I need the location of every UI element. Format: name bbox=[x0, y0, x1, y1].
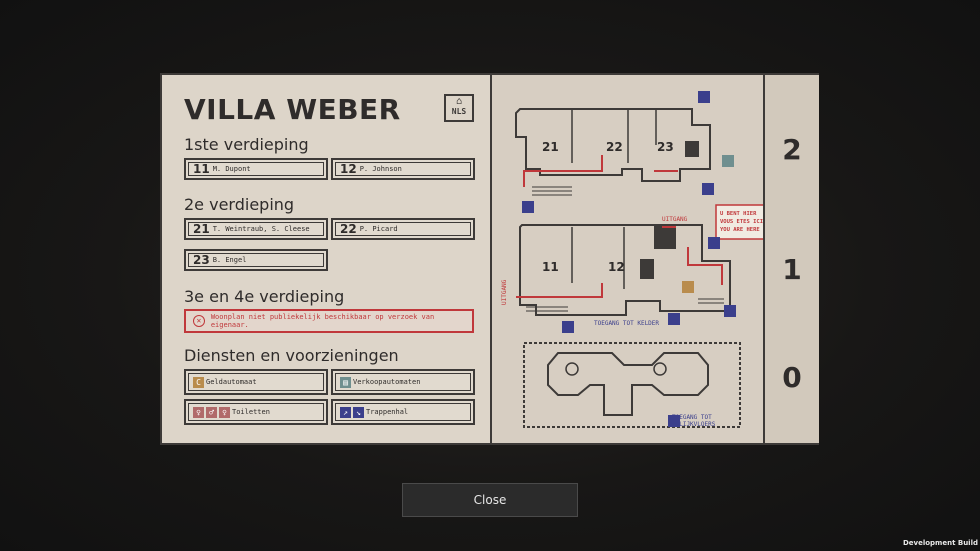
stairs-icons bbox=[522, 91, 736, 427]
stairwell-hatching bbox=[640, 141, 699, 279]
floor-1-heading: 1ste verdieping bbox=[184, 135, 309, 154]
exit-route-floor-2 bbox=[523, 155, 678, 187]
exit-label-floor-1-side: UITGANG bbox=[501, 279, 508, 305]
atm-icon: C bbox=[193, 376, 204, 388]
close-button[interactable]: Close bbox=[402, 483, 578, 517]
directory-column: VILLA WEBER ⌂ NLS 1ste verdieping 11 M. … bbox=[162, 75, 492, 443]
prohibited-map-icon-right bbox=[653, 362, 667, 376]
service-stairwell: ↗ ↘ Trappenhal bbox=[331, 399, 475, 425]
development-build-label: Development Build bbox=[902, 539, 978, 547]
service-vending: ▤ Verkoopautomaten bbox=[331, 369, 475, 395]
service-atm: C Geldautomaat bbox=[184, 369, 328, 395]
floor-indicator-2: 2 bbox=[782, 133, 802, 166]
unit-23-entry: 23 B. Engel bbox=[184, 249, 328, 271]
exit-label-floor-1: UITGANG bbox=[662, 216, 688, 223]
floor-plan-map: 21 22 23 11 12 UITGANG UITGANG TOEGANG T… bbox=[492, 75, 773, 443]
stairs-up-icon: ↗ bbox=[340, 406, 351, 418]
restroom-men-icon: ♂ bbox=[206, 406, 217, 418]
map-unit-22: 22 bbox=[606, 140, 623, 154]
stairs-icon: ↘ bbox=[353, 406, 364, 418]
floor-indicator-column: 2 1 0 bbox=[763, 75, 819, 443]
building-title: VILLA WEBER bbox=[184, 93, 401, 126]
unit-22-entry: 22 P. Picard bbox=[331, 218, 475, 240]
you-are-here-line-3: YOU ARE HERE bbox=[720, 227, 760, 233]
exit-route-floor-1 bbox=[516, 226, 723, 298]
service-toilets: ♀ ♂ ♀ Toiletten bbox=[184, 399, 328, 425]
map-unit-21: 21 bbox=[542, 140, 559, 154]
atm-map-icon bbox=[682, 281, 694, 293]
floor-2-heading: 2e verdieping bbox=[184, 195, 295, 214]
prohibited-icon: ✕ bbox=[193, 315, 205, 327]
map-unit-23: 23 bbox=[657, 140, 674, 154]
basement-access-label: TOEGANG TOT KELDER bbox=[594, 320, 659, 327]
floor-3-4-heading: 3e en 4e verdieping bbox=[184, 287, 345, 306]
map-unit-12: 12 bbox=[608, 260, 625, 274]
house-roof-icon: ⌂ bbox=[455, 96, 463, 107]
vending-machine-map-icon bbox=[722, 155, 734, 167]
unit-12-entry: 12 P. Johnson bbox=[331, 158, 475, 180]
you-are-here-line-2: VOUS ETES ICI bbox=[720, 219, 763, 225]
unit-21-entry: 21 T. Weintraub, S. Cleese bbox=[184, 218, 328, 240]
services-heading: Diensten en voorzieningen bbox=[184, 346, 399, 365]
vending-machine-icon: ▤ bbox=[340, 376, 351, 388]
floorplan-unavailable-notice: ✕ Woonplan niet publiekelijk beschikbaar… bbox=[184, 309, 474, 333]
map-unit-11: 11 bbox=[542, 260, 559, 274]
restroom-women-icon: ♀ bbox=[193, 406, 204, 418]
you-are-here-line-1: U BENT HIER bbox=[720, 211, 757, 217]
nls-logo: ⌂ NLS bbox=[444, 94, 474, 122]
restroom-icon: ♀ bbox=[219, 406, 230, 418]
ground-access-label-line-2: GELIJKVLOERS bbox=[672, 421, 716, 428]
prohibited-map-icon-left bbox=[565, 362, 579, 376]
unit-11-entry: 11 M. Dupont bbox=[184, 158, 328, 180]
ground-access-label-line-1: TOEGANG TOT bbox=[672, 414, 712, 421]
floor-plan-svg: 21 22 23 11 12 UITGANG UITGANG TOEGANG T… bbox=[501, 91, 773, 428]
ground-floor-area bbox=[523, 342, 741, 428]
floor-indicator-0: 0 bbox=[782, 361, 802, 394]
floor-indicator-1: 1 bbox=[782, 253, 802, 286]
building-directory-panel: VILLA WEBER ⌂ NLS 1ste verdieping 11 M. … bbox=[160, 73, 819, 445]
floor-2-outline bbox=[515, 108, 711, 182]
